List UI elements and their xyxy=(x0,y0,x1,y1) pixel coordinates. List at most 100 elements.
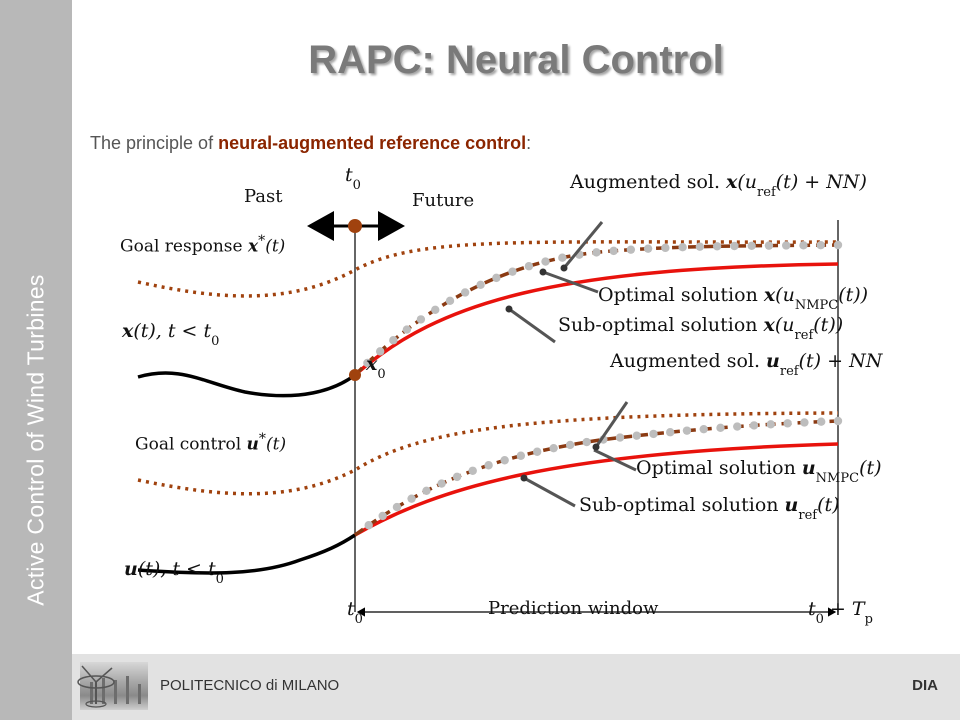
u-past-label: u(t), t < t0 xyxy=(124,558,224,587)
augmented-dot xyxy=(592,248,601,257)
goal-response-curve xyxy=(137,240,839,298)
augmented-dot xyxy=(582,437,591,447)
augmented-solution-u-label: Augmented sol. uref(t) + NN xyxy=(610,350,883,379)
augmented-dot xyxy=(445,296,455,306)
augmented-dot xyxy=(749,421,759,430)
augmented-dot xyxy=(682,426,692,435)
x-past-curve xyxy=(137,371,357,398)
callout-aug-u-dot xyxy=(592,443,600,451)
future-label: Future xyxy=(412,190,475,211)
x0-marker xyxy=(349,369,361,381)
goal-control-curve xyxy=(137,411,839,496)
augmented-dot xyxy=(695,242,705,251)
footer-department: DIA xyxy=(912,677,938,694)
augmented-dot xyxy=(816,240,825,250)
callout-subopt-x-dot xyxy=(505,305,513,313)
augmented-dot xyxy=(649,429,658,439)
augmented-dot xyxy=(549,443,558,453)
callout-aug-u xyxy=(594,401,629,448)
augmented-dot xyxy=(392,502,402,512)
augmented-dot xyxy=(407,494,416,503)
augmented-dot xyxy=(524,262,534,271)
suboptimal-solution-x-label: Sub-optimal solution x(uref(t)) xyxy=(558,314,844,343)
augmented-dot xyxy=(766,420,776,429)
augmented-dot xyxy=(747,241,756,250)
augmented-dot xyxy=(699,424,708,434)
augmented-dot xyxy=(626,245,636,254)
goal-response-label: Goal response x*(t) xyxy=(120,233,286,257)
augmented-dot xyxy=(402,325,412,334)
slide-title: RAPC: Neural Control xyxy=(308,38,724,82)
augmented-dot xyxy=(468,466,477,475)
goal-control-label: Goal control u*(t) xyxy=(135,431,287,455)
augmented-dot xyxy=(364,521,373,530)
turbine-logo-icon xyxy=(77,665,115,708)
u-past-curve xyxy=(137,533,356,575)
optimal-solution-x-label: Optimal solution x(uNMPC(t)) xyxy=(598,284,869,313)
augmented-dot xyxy=(632,431,641,440)
augmented-dot xyxy=(733,422,742,431)
callout-aug-x-dot xyxy=(560,264,568,272)
augmented-dot xyxy=(431,305,440,315)
augmented-dot xyxy=(437,479,446,488)
augmented-dot xyxy=(730,241,739,251)
augmented-dot xyxy=(782,241,791,250)
callout-aug-x xyxy=(562,221,604,269)
augmented-dot xyxy=(484,461,493,470)
augmented-dot xyxy=(666,428,675,437)
augmented-dot xyxy=(558,253,567,262)
augmented-dot xyxy=(716,423,725,433)
subtitle-suffix: : xyxy=(526,133,532,153)
augmented-dot xyxy=(375,347,385,356)
t0-top-label: t0 xyxy=(345,164,361,193)
augmented-dot xyxy=(833,240,843,250)
augmented-dot xyxy=(416,315,426,324)
past-label: Past xyxy=(244,186,283,207)
augmented-dot xyxy=(508,267,517,276)
augmented-dot xyxy=(800,418,809,427)
augmented-dot xyxy=(833,416,843,426)
augmented-dot xyxy=(661,243,670,253)
t0-marker-top xyxy=(348,219,362,233)
augmented-dot xyxy=(609,246,618,256)
x0-label: x0 xyxy=(366,353,386,382)
augmented-dot xyxy=(389,336,398,345)
augmented-solution-u-dots xyxy=(364,416,843,530)
augmented-dot xyxy=(422,486,431,496)
t0-bottom-label: t0 xyxy=(347,598,363,627)
callout-subopt-x xyxy=(508,307,556,344)
optimal-solution-u-curve xyxy=(354,442,839,537)
augmented-dot xyxy=(643,244,653,253)
augmented-dot xyxy=(541,257,550,266)
augmented-dot xyxy=(516,451,526,460)
augmented-dot xyxy=(476,280,485,290)
subtitle-highlight: neural-augmented reference control xyxy=(218,133,527,153)
augmented-dot xyxy=(678,243,687,252)
augmented-dot xyxy=(378,511,387,521)
callout-opt-u xyxy=(593,448,637,472)
augmented-dot xyxy=(615,433,625,442)
augmented-dot xyxy=(460,288,470,297)
optimal-solution-u-label: Optimal solution uNMPC(t) xyxy=(636,457,882,486)
augmented-dot xyxy=(452,472,462,482)
augmented-dot xyxy=(816,417,826,426)
augmented-dot xyxy=(565,440,575,450)
augmented-dot xyxy=(712,242,722,251)
suboptimal-solution-u-label: Sub-optimal solution uref(t) xyxy=(579,494,840,523)
augmented-dot xyxy=(799,241,808,250)
callout-opt-x-dot xyxy=(539,268,547,276)
augmented-dot xyxy=(500,456,509,465)
prediction-window-label: Prediction window xyxy=(488,598,659,619)
augmented-solution-x-label: Augmented sol. x(uref(t) + NN) xyxy=(570,171,867,200)
subtitle-prefix: The principle of xyxy=(90,133,219,153)
callout-subopt-u xyxy=(523,476,576,508)
augmented-dot xyxy=(492,273,501,283)
footer-institution: POLITECNICO di MILANO xyxy=(160,677,340,694)
augmented-dot xyxy=(783,419,792,428)
tend-label: t0 + Tp xyxy=(808,598,873,627)
callout-opt-x xyxy=(542,270,599,294)
callout-subopt-u-dot xyxy=(520,474,528,482)
augmented-dot xyxy=(363,358,372,368)
slide-subtitle: The principle of neural-augmented refere… xyxy=(90,133,531,154)
